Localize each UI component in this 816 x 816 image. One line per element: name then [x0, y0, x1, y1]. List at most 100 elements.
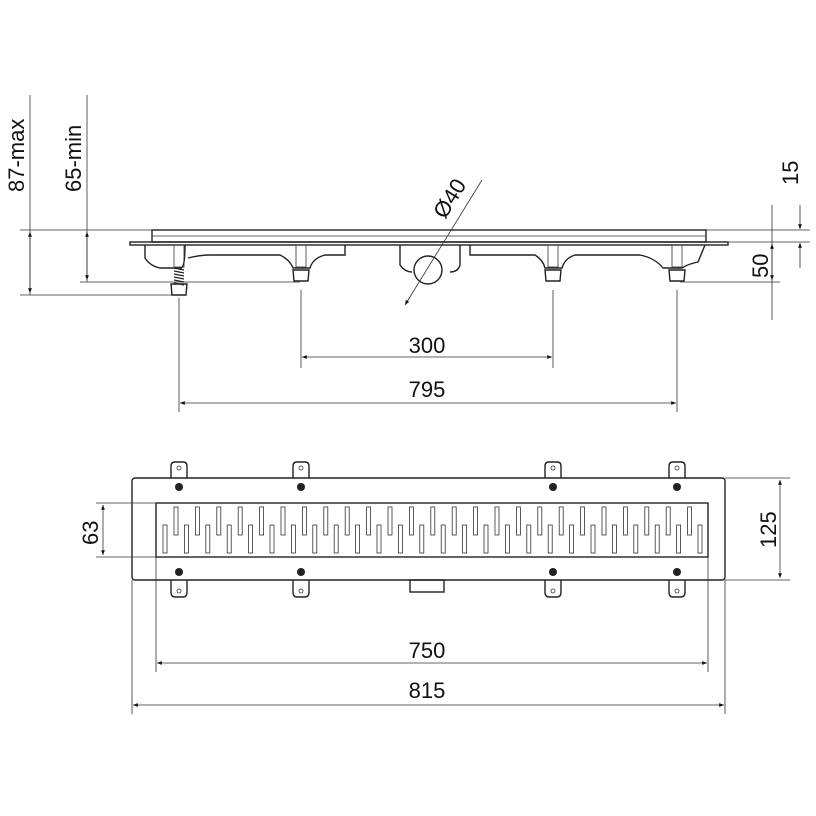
height-max-label: 87-max	[4, 119, 29, 192]
grate-slot	[408, 506, 414, 536]
grate-slot	[494, 506, 500, 536]
screw-icon	[297, 483, 305, 491]
grate-slot	[173, 506, 179, 536]
leg-spring	[173, 273, 185, 277]
leg-post	[295, 244, 307, 268]
grate-slot	[580, 506, 585, 536]
grate-slot	[623, 506, 628, 536]
leg-foot	[544, 269, 562, 282]
leg-spring	[173, 276, 185, 280]
grate-slot	[440, 524, 446, 554]
frame-width-label: 125	[756, 511, 781, 548]
mounting-bracket	[668, 461, 686, 478]
grate-slot	[280, 506, 286, 536]
screw-icon	[549, 483, 557, 491]
grate-slot	[516, 506, 521, 536]
leg-foot	[170, 283, 188, 296]
grate-slots	[162, 506, 703, 554]
grate-slot	[183, 524, 189, 554]
grate-slot	[526, 524, 532, 554]
grate-slot	[612, 524, 617, 554]
grate-slot	[387, 506, 393, 536]
frame-length-label: 815	[409, 678, 446, 703]
grate-slot	[697, 524, 703, 554]
leg-spring	[173, 270, 185, 274]
adjustable-legs	[170, 244, 686, 296]
screw-icon	[175, 483, 183, 491]
grate-slot	[323, 506, 329, 536]
grate-slot	[665, 506, 671, 536]
grate-width-label: 63	[78, 521, 103, 545]
height-min-label: 65-min	[61, 125, 86, 192]
grate-slot	[590, 524, 596, 554]
leg-spring	[173, 279, 185, 283]
grate-slot	[601, 506, 607, 536]
screw-icon	[175, 568, 183, 576]
leg-spacing-inner-label: 300	[409, 333, 446, 358]
mounting-bracket	[544, 461, 562, 478]
grate-length-label: 750	[409, 638, 446, 663]
bracket-hole	[176, 465, 182, 471]
leg-post	[671, 244, 683, 268]
grate-slot	[654, 524, 660, 554]
grate-slot	[547, 524, 553, 554]
bracket-hole	[674, 465, 680, 471]
screw-icon	[549, 568, 557, 576]
grate-slot	[355, 524, 361, 554]
bracket-hole	[550, 465, 556, 471]
grate-slot	[269, 524, 275, 554]
grate-slot	[633, 524, 639, 554]
grate-slot	[397, 524, 403, 554]
leg-foot	[668, 269, 686, 282]
grate-slot	[366, 506, 372, 536]
leg-foot	[292, 269, 310, 282]
mounting-brackets	[170, 461, 686, 598]
grate-slot	[344, 506, 350, 536]
mounting-bracket	[170, 580, 188, 598]
grate-slot	[312, 524, 318, 554]
grate-slot	[216, 506, 222, 536]
leg-spacing-outer-label: 795	[409, 377, 446, 402]
leg-post	[547, 244, 559, 268]
grate-slot	[504, 524, 510, 554]
grate-slot	[462, 524, 468, 554]
bracket-hole	[176, 588, 182, 594]
grate-slot	[687, 506, 692, 536]
grate-slot	[259, 506, 265, 536]
mounting-bracket	[544, 580, 562, 598]
top-view: 63 125 750 815	[78, 461, 790, 714]
grate-slot	[376, 524, 382, 554]
grate-slot	[537, 506, 543, 536]
grate-slot	[558, 506, 564, 536]
screw-icon	[297, 568, 305, 576]
bracket-hole	[674, 588, 680, 594]
grate-slot	[676, 524, 681, 554]
grate-slot	[290, 524, 296, 554]
bracket-hole	[298, 588, 304, 594]
grate-slot	[644, 506, 650, 536]
grate-slot	[248, 524, 254, 554]
bracket-hole	[298, 465, 304, 471]
grate-slot	[483, 524, 489, 554]
side-view: Ø40 87-max 65-min 15 50 300 795	[4, 95, 810, 412]
grate-slot	[162, 524, 168, 554]
grate-slot	[301, 506, 307, 536]
drain-channel-profile	[129, 229, 729, 285]
grate-slot	[226, 524, 232, 554]
grate-slot	[205, 524, 211, 554]
grate-slot	[419, 524, 425, 554]
screw-icon	[673, 568, 681, 576]
mounting-bracket	[292, 461, 310, 478]
grate-slot	[333, 524, 339, 554]
grate-slot	[194, 506, 200, 536]
grate-slot	[569, 524, 574, 554]
frame-height-label: 15	[778, 161, 803, 185]
grate-slot	[451, 506, 457, 536]
bracket-hole	[550, 588, 556, 594]
mounting-bracket	[170, 461, 188, 478]
mounting-bracket	[668, 580, 686, 598]
body-height-label: 50	[748, 254, 773, 278]
screw-icon	[673, 483, 681, 491]
grate-slot	[237, 506, 243, 536]
